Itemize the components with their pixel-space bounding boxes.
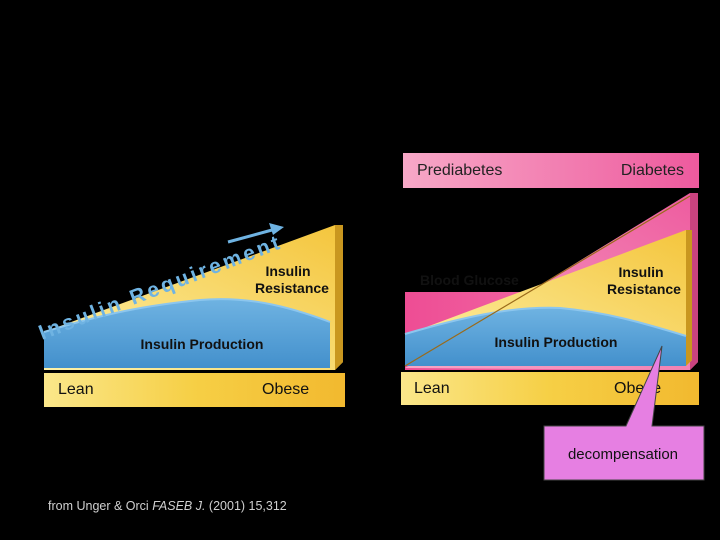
requirement-arrow — [227, 228, 273, 244]
decompensation-callout: decompensation — [543, 345, 705, 481]
right-insulin-production-label: Insulin Production — [495, 334, 618, 350]
blood-glucose-label: Blood Glucose — [420, 272, 519, 288]
prediabetes-diabetes-bar — [403, 153, 699, 188]
right-panel: Prediabetes Diabetes Blood Glucose Insul… — [401, 153, 699, 405]
citation: from Unger & Orci FASEB J. (2001) 15,312 — [48, 499, 287, 513]
left-panel: Insulin Resistance Insulin Production Le… — [36, 223, 345, 407]
right-lean-label: Lean — [414, 380, 450, 397]
prediabetes-label: Prediabetes — [417, 162, 502, 179]
glucose-line — [404, 195, 691, 367]
left-insulin-label: Insulin — [265, 263, 310, 279]
citation-prefix: from Unger & Orci — [48, 499, 153, 513]
callout-bubble — [543, 345, 705, 481]
requirement-arrowhead — [269, 223, 284, 235]
left-resistance-label: Resistance — [255, 280, 329, 296]
diabetes-label: Diabetes — [621, 162, 684, 179]
left-production-area — [44, 299, 330, 368]
left-insulin-production-label: Insulin Production — [141, 336, 264, 352]
right-insulin-label: Insulin — [618, 264, 663, 280]
citation-suffix: (2001) 15,312 — [205, 499, 287, 513]
left-resistance-ramp-edge — [335, 225, 343, 370]
left-obese-label: Obese — [262, 381, 309, 398]
decompensation-label: decompensation — [568, 446, 678, 463]
right-production-area — [405, 307, 686, 366]
left-lean-obese-bar — [44, 373, 345, 407]
right-resistance-label: Resistance — [607, 281, 681, 297]
citation-journal: FASEB J. — [152, 499, 206, 513]
left-lean-label: Lean — [58, 381, 94, 398]
